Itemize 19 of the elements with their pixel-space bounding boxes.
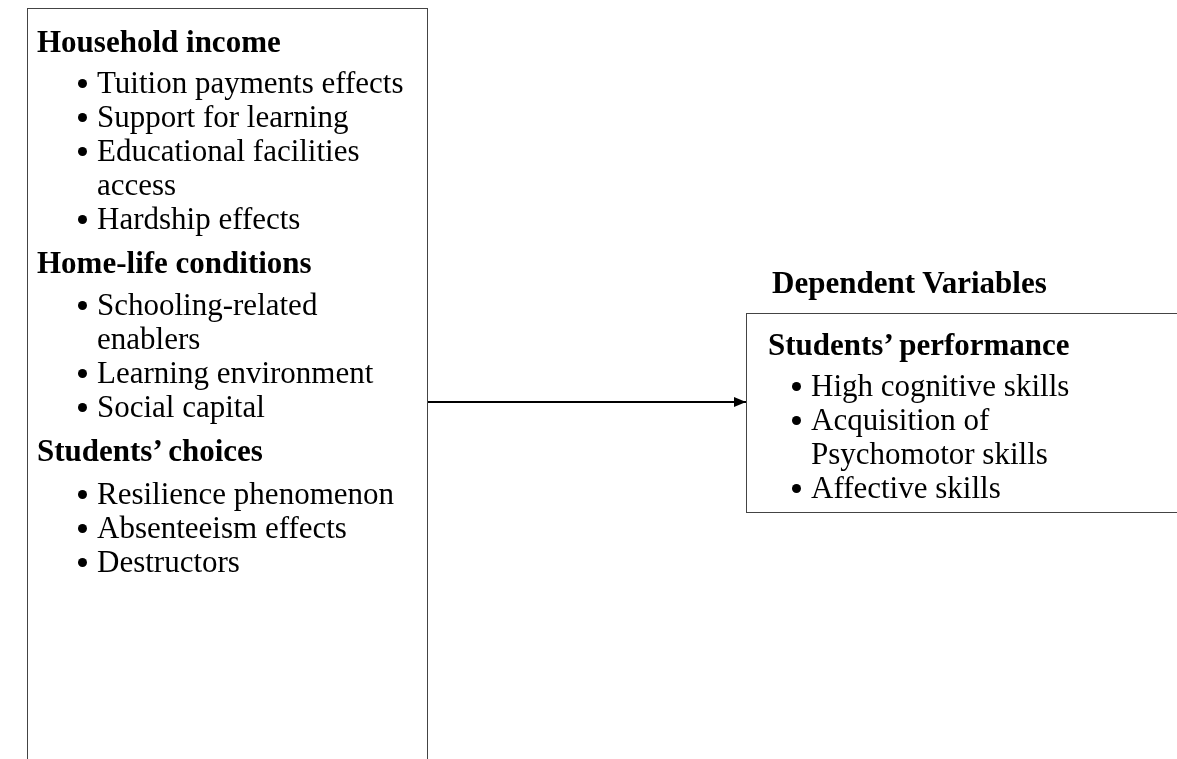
list-item-text: Educational facilities access — [97, 134, 361, 202]
list-item-text: Learning environment — [97, 356, 375, 390]
list-item-text: Absenteeism effects — [97, 511, 347, 545]
arrow — [427, 397, 747, 407]
list-item-text: Tuition payments effects — [97, 66, 405, 100]
list-item-text: Schooling-related enablers — [97, 288, 319, 356]
list-item-text: Social capital — [97, 390, 266, 424]
heading-text: Students’ performance — [768, 328, 1071, 362]
list-item-text: Hardship effects — [97, 202, 302, 236]
list-item-text: Acquisition of Psychomotor skills — [811, 403, 1049, 471]
heading-text: Home-life conditions — [37, 246, 313, 280]
list-item-text: Support for learning — [97, 100, 350, 134]
heading-text: Dependent Variables — [772, 266, 1048, 300]
list-item-text: Destructors — [97, 545, 241, 579]
heading-text: Students’ choices — [37, 434, 264, 468]
heading-text: Household income — [37, 25, 282, 59]
list-item-text: Resilience phenomenon — [97, 477, 395, 511]
list-item-text: Affective skills — [811, 471, 1002, 505]
list-item-text: High cognitive skills — [811, 369, 1071, 403]
